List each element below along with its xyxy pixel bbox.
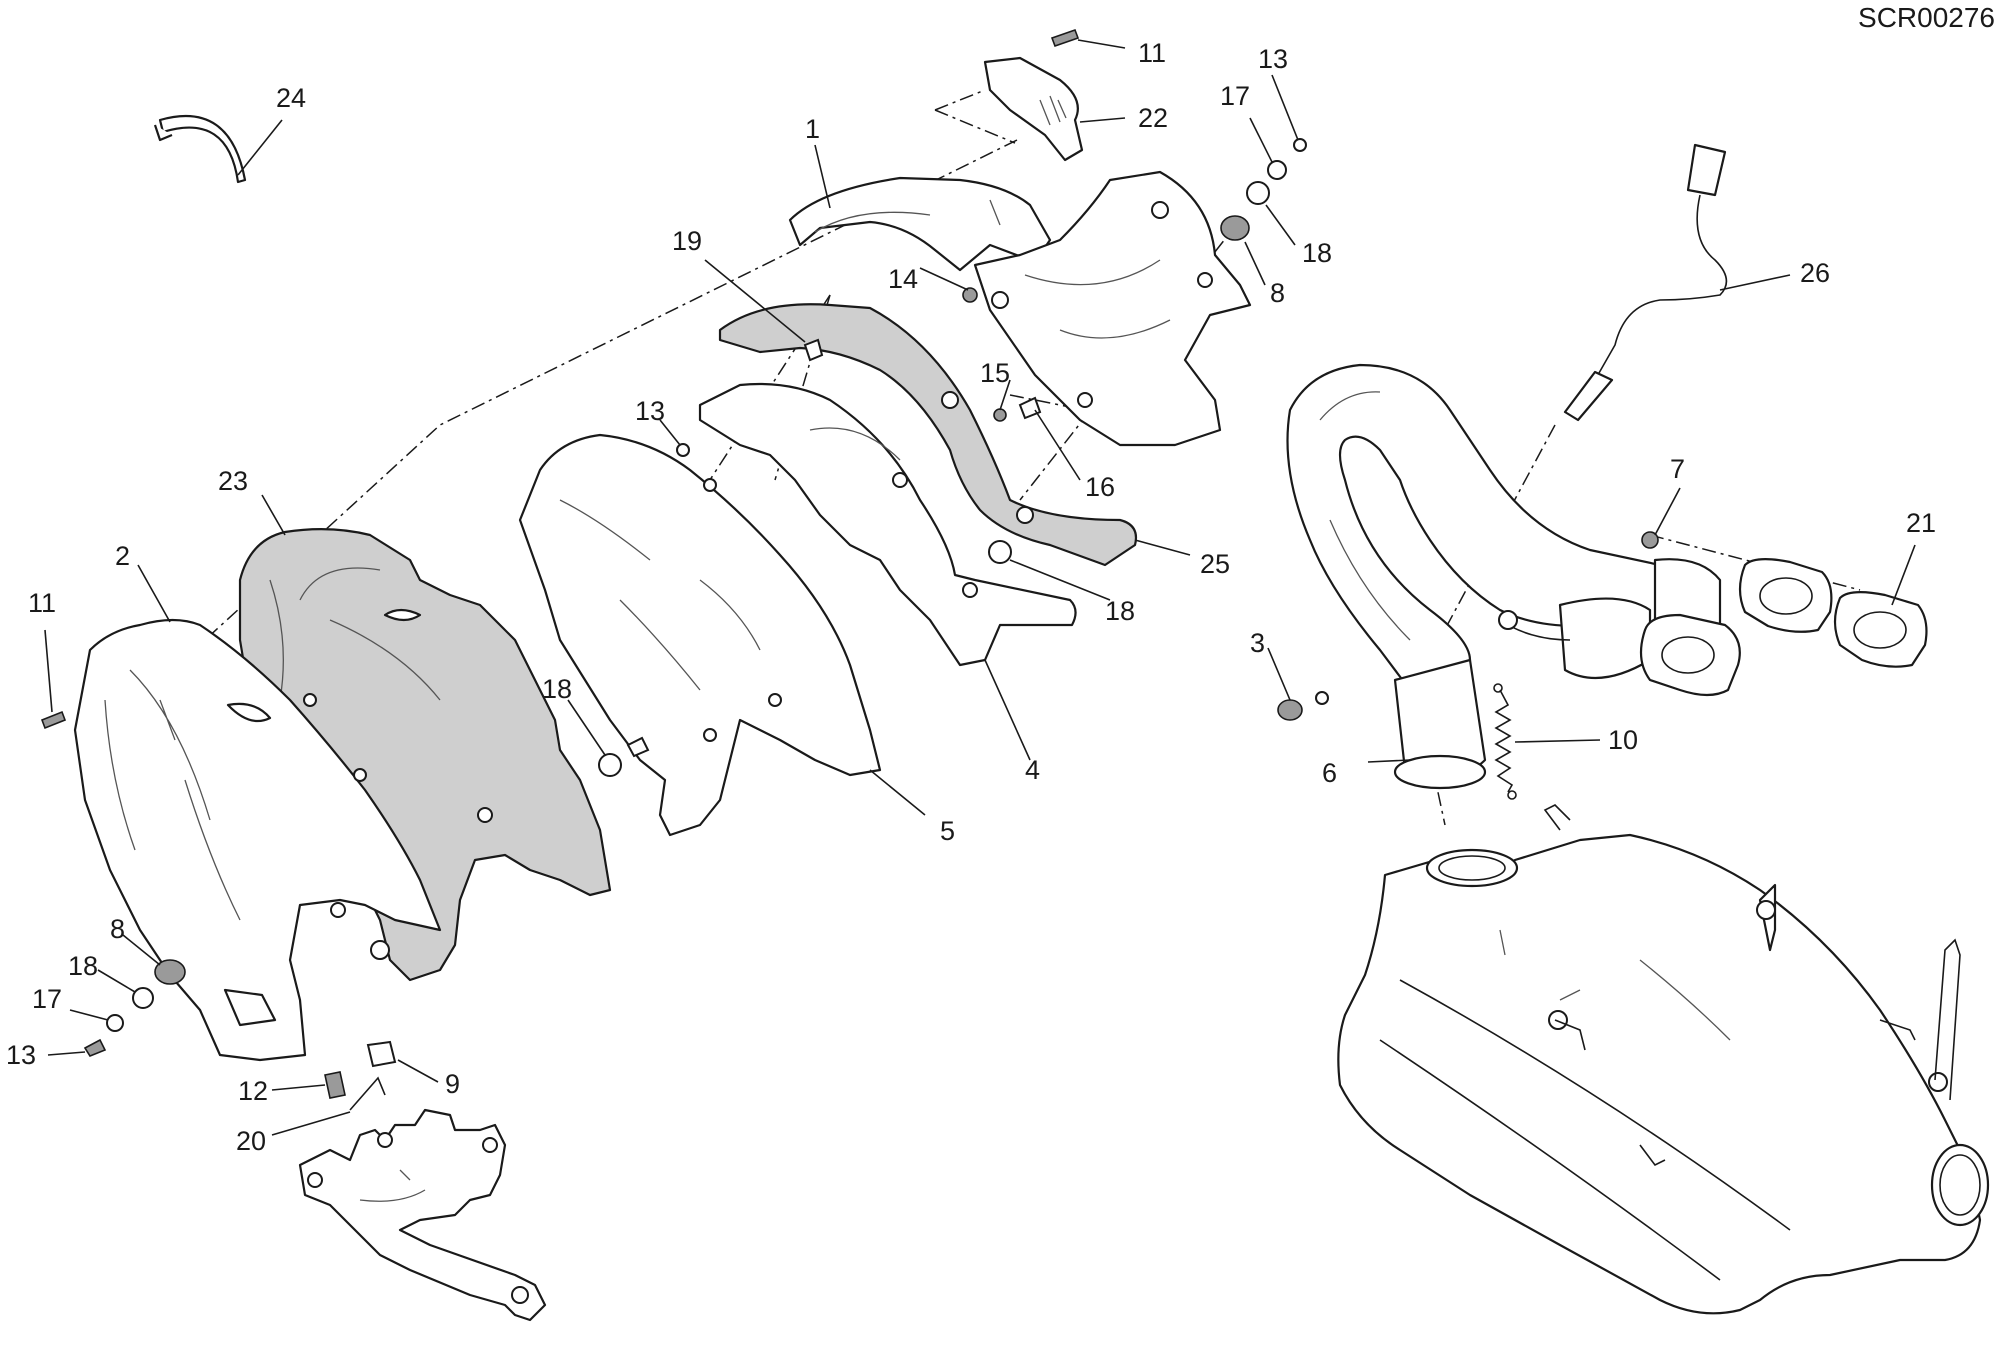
callout-8-top: 8 xyxy=(1270,278,1285,308)
callout-2: 2 xyxy=(115,541,130,571)
part-24-strap xyxy=(153,115,247,184)
part-20-bracket xyxy=(298,1108,547,1322)
exhaust-headers xyxy=(1286,363,1722,790)
leader-lines xyxy=(44,39,1916,1136)
callout-16: 16 xyxy=(1085,472,1115,502)
callout-8-left: 8 xyxy=(110,914,125,944)
callout-18-left: 18 xyxy=(542,674,572,704)
callout-4: 4 xyxy=(1025,755,1040,785)
callout-11-left: 11 xyxy=(28,588,56,618)
callout-13-mid: 13 xyxy=(635,396,665,426)
callout-22: 22 xyxy=(1138,103,1168,133)
callout-19: 19 xyxy=(672,226,702,256)
callout-17-top: 17 xyxy=(1220,81,1250,111)
callout-17-stack: 17 xyxy=(32,984,62,1014)
part-23-shield xyxy=(238,528,612,982)
callout-10: 10 xyxy=(1608,725,1638,755)
callout-11-top: 11 xyxy=(1138,38,1166,68)
callout-18-stack: 18 xyxy=(68,951,98,981)
callout-13-top: 13 xyxy=(1258,44,1288,74)
callout-15: 15 xyxy=(980,358,1010,388)
callout-5: 5 xyxy=(940,816,955,846)
callout-6: 6 xyxy=(1322,758,1337,788)
callout-18-top: 18 xyxy=(1302,238,1332,268)
callout-24: 24 xyxy=(276,83,306,113)
callout-1: 1 xyxy=(805,114,820,144)
part-5-shield xyxy=(518,433,882,837)
part-2-outer-shield xyxy=(73,618,442,1062)
part-1-upper-cover xyxy=(788,176,1052,272)
callouts: 11 22 13 17 18 8 1 19 14 15 16 13 25 18 … xyxy=(6,38,1936,1156)
part-21-flanges xyxy=(1639,558,1928,697)
part-26-lambda-sensor xyxy=(1563,143,1728,422)
callout-12: 12 xyxy=(238,1076,268,1106)
part-25-gasket xyxy=(718,303,1138,567)
part-10-spring xyxy=(1493,683,1517,800)
part-22-cover xyxy=(983,56,1084,162)
callout-14: 14 xyxy=(888,264,918,294)
right-heat-shield xyxy=(973,170,1252,447)
callout-7: 7 xyxy=(1670,454,1685,484)
callout-3: 3 xyxy=(1250,628,1265,658)
part-4-shield xyxy=(698,382,1077,667)
callout-9: 9 xyxy=(445,1069,460,1099)
callout-13-stack: 13 xyxy=(6,1040,36,1070)
diagram-code: SCR00276 xyxy=(1858,2,1995,33)
callout-20: 20 xyxy=(236,1126,266,1156)
callout-25: 25 xyxy=(1200,549,1230,579)
muffler xyxy=(1337,804,1990,1315)
callout-23: 23 xyxy=(218,466,248,496)
callout-26: 26 xyxy=(1800,258,1830,288)
callout-18-mid: 18 xyxy=(1105,596,1135,626)
hardware xyxy=(40,28,1659,1111)
callout-21: 21 xyxy=(1906,508,1936,538)
